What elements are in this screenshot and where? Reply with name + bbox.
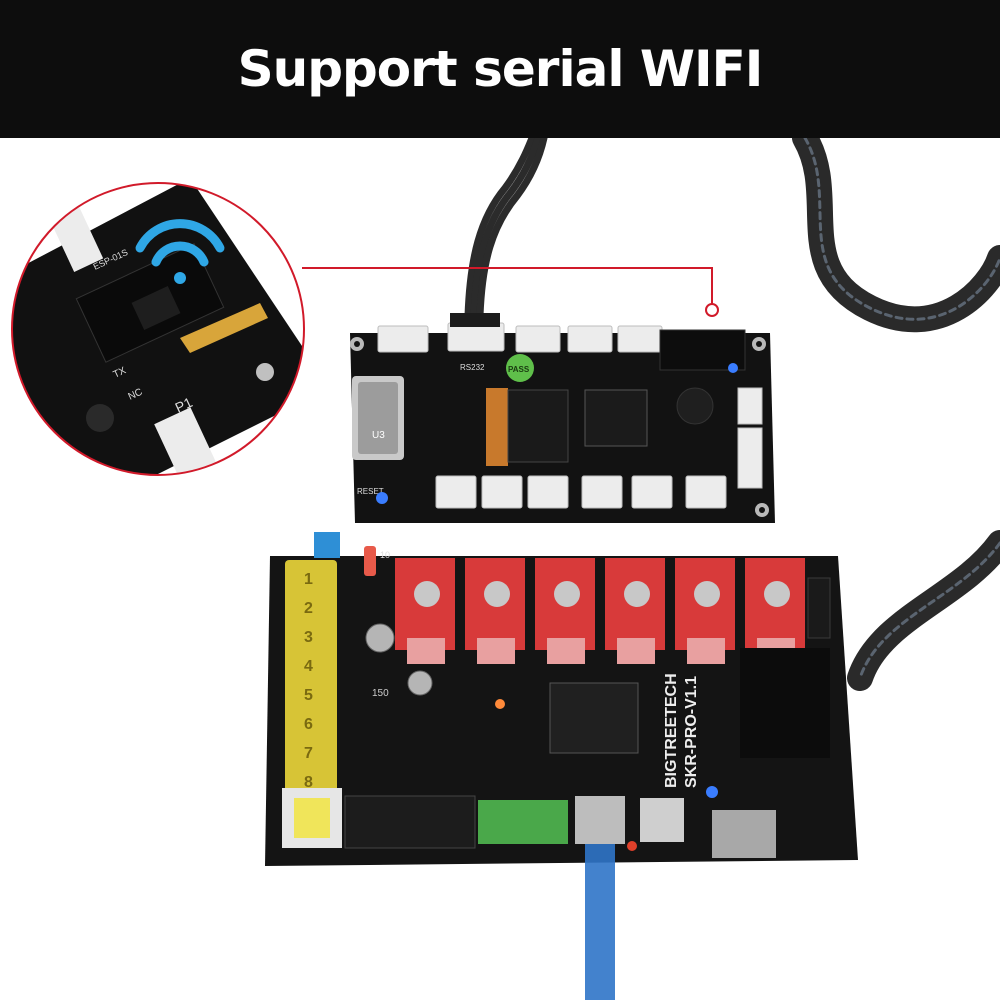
terminal-numbers: 1 2 3 4 5 6 7 8 bbox=[304, 571, 313, 791]
capacitor-label: 150 bbox=[372, 688, 389, 699]
display-board: U3 RS232 PASS RESET bbox=[350, 313, 775, 523]
ribbon-cable-right bbox=[792, 138, 1000, 691]
model-label: SKR-PRO-V1.1 bbox=[683, 676, 700, 788]
product-photo: U3 RS232 PASS RESET bbox=[11, 138, 1000, 1000]
svg-text:7: 7 bbox=[304, 745, 313, 762]
main-board: 1 2 3 4 5 6 7 8 10 150 B bbox=[265, 532, 858, 866]
top-banner: Support serial WIFI bbox=[0, 0, 1000, 138]
banner-title: Support serial WIFI bbox=[237, 40, 764, 98]
inset-silk-tx: TX bbox=[112, 365, 129, 381]
svg-text:5: 5 bbox=[304, 687, 313, 704]
svg-text:3: 3 bbox=[304, 629, 313, 646]
wifi-icon bbox=[135, 219, 225, 284]
callout-line bbox=[302, 267, 719, 317]
svg-text:6: 6 bbox=[304, 716, 313, 733]
silk-reset: RESET bbox=[357, 487, 384, 496]
ribbon-cable-top bbox=[464, 138, 548, 320]
svg-text:2: 2 bbox=[304, 600, 313, 617]
stepper-drivers bbox=[395, 558, 805, 664]
usb-cable bbox=[585, 844, 615, 1000]
svg-text:1: 1 bbox=[304, 571, 313, 588]
brand-label: BIGTREETECH bbox=[663, 673, 680, 788]
silk-rs232: RS232 bbox=[460, 363, 485, 372]
zoom-inset: ESP-01S P1 NC TX bbox=[11, 182, 305, 476]
svg-text:4: 4 bbox=[304, 658, 313, 675]
inset-silk-p1: P1 bbox=[173, 394, 195, 416]
pass-sticker: PASS bbox=[508, 365, 530, 374]
svg-text:8: 8 bbox=[304, 774, 313, 791]
fuse-label: 10 bbox=[380, 550, 390, 560]
silk-u3: U3 bbox=[372, 430, 385, 441]
